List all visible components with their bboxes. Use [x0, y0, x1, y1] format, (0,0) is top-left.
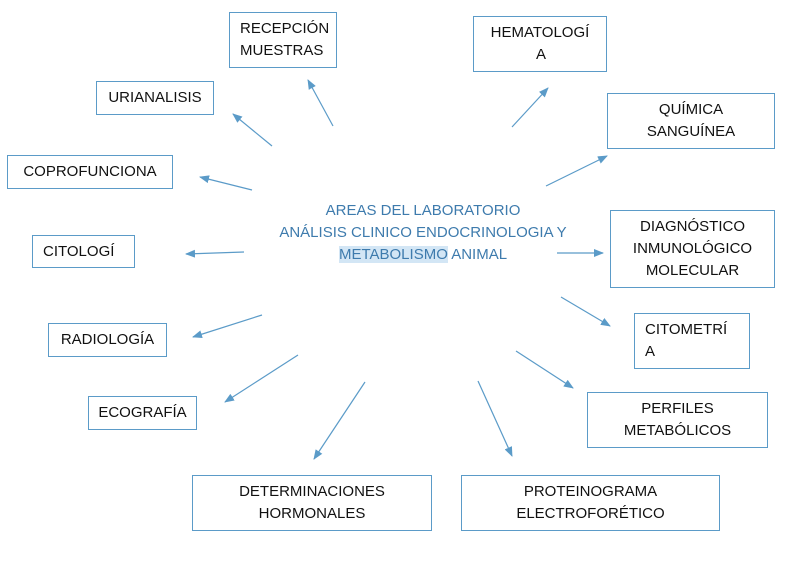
- arrow-perfiles: [515, 350, 574, 389]
- arrow-coprofunciona: [199, 175, 253, 191]
- node-diagnostico-line-1: DIAGNÓSTICO: [639, 218, 745, 235]
- node-citometria-line-2: A: [645, 343, 656, 360]
- node-citologia: CITOLOGÍ: [32, 235, 135, 268]
- arrow-radiologia: [192, 314, 263, 339]
- node-diagnostico-line-3: MOLECULAR: [645, 262, 740, 279]
- node-diagnostico-line-2: INMUNOLÓGICO: [632, 240, 753, 257]
- node-citologia-line-1: CITOLOGÍ: [43, 242, 115, 260]
- arrow-citometria: [560, 296, 611, 327]
- node-perfiles-line-2: METABÓLICOS: [623, 422, 732, 439]
- node-quimica-line-1: QUÍMICA: [658, 101, 724, 118]
- node-urianalisis: URIANALISIS: [96, 81, 214, 115]
- node-radiologia-line-1: RADIOLOGÍA: [60, 331, 155, 348]
- arrow-ecografia: [224, 354, 299, 403]
- arrow-citologia: [185, 249, 245, 258]
- center-title-line-1: AREAS DEL LABORATORIO: [325, 202, 521, 219]
- node-radiologia: RADIOLOGÍA: [48, 323, 167, 357]
- node-quimica-sanguinea: QUÍMICA SANGUÍNEA: [607, 93, 775, 149]
- node-hematologia-line-2: A: [536, 46, 547, 63]
- node-ecografia: ECOGRAFÍA: [88, 396, 197, 430]
- node-determinaciones-line-1: DETERMINACIONES: [239, 483, 385, 500]
- arrow-recepcion: [307, 79, 334, 127]
- node-diagnostico-inmunologico-molecular: DIAGNÓSTICO INMUNOLÓGICO MOLECULAR: [610, 210, 775, 288]
- center-title: AREAS DEL LABORATORIO ANÁLISIS CLINICO E…: [270, 200, 576, 266]
- node-recepcion-line-1: RECEPCIÓN: [240, 20, 330, 37]
- arrow-urianalisis: [232, 113, 273, 147]
- arrow-proteinograma: [477, 380, 513, 457]
- node-hematologia-line-1: HEMATOLOGÍ: [490, 24, 590, 41]
- node-recepcion-muestras: RECEPCIÓN MUESTRAS: [229, 12, 337, 68]
- node-coprofunciona-line-1: COPROFUNCIONA: [23, 163, 157, 180]
- center-title-line-2: ANÁLISIS CLINICO ENDOCRINOLOGIA Y: [279, 224, 567, 241]
- center-highlight-text: METABOLISMO: [338, 246, 448, 263]
- node-proteinograma-line-1: PROTEINOGRAMA: [523, 483, 658, 500]
- node-recepcion-line-2: MUESTRAS: [240, 42, 324, 59]
- center-title-line-3-rest: ANIMAL: [447, 246, 508, 263]
- node-perfiles-line-1: PERFILES: [641, 400, 714, 417]
- node-proteinograma-line-2: ELECTROFORÉTICO: [516, 505, 665, 522]
- node-determinaciones-line-2: HORMONALES: [258, 505, 366, 522]
- center-title-line-3: METABOLISMO ANIMAL: [270, 244, 576, 266]
- node-urianalisis-line-1: URIANALISIS: [108, 89, 202, 106]
- node-hematologia: HEMATOLOGÍ A: [473, 16, 607, 72]
- node-citometria-line-1: CITOMETRÍ: [645, 321, 728, 338]
- node-proteinograma-electroforetico: PROTEINOGRAMA ELECTROFORÉTICO: [461, 475, 720, 531]
- node-determinaciones-hormonales: DETERMINACIONES HORMONALES: [192, 475, 432, 531]
- node-ecografia-line-1: ECOGRAFÍA: [98, 404, 187, 421]
- arrow-determinaciones: [313, 381, 366, 460]
- node-perfiles-metabolicos: PERFILES METABÓLICOS: [587, 392, 768, 448]
- arrow-quimica: [545, 155, 608, 187]
- arrow-hematologia: [511, 87, 549, 128]
- node-citometria: CITOMETRÍ A: [634, 313, 750, 369]
- node-quimica-line-2: SANGUÍNEA: [646, 123, 736, 140]
- node-coprofunciona: COPROFUNCIONA: [7, 155, 173, 189]
